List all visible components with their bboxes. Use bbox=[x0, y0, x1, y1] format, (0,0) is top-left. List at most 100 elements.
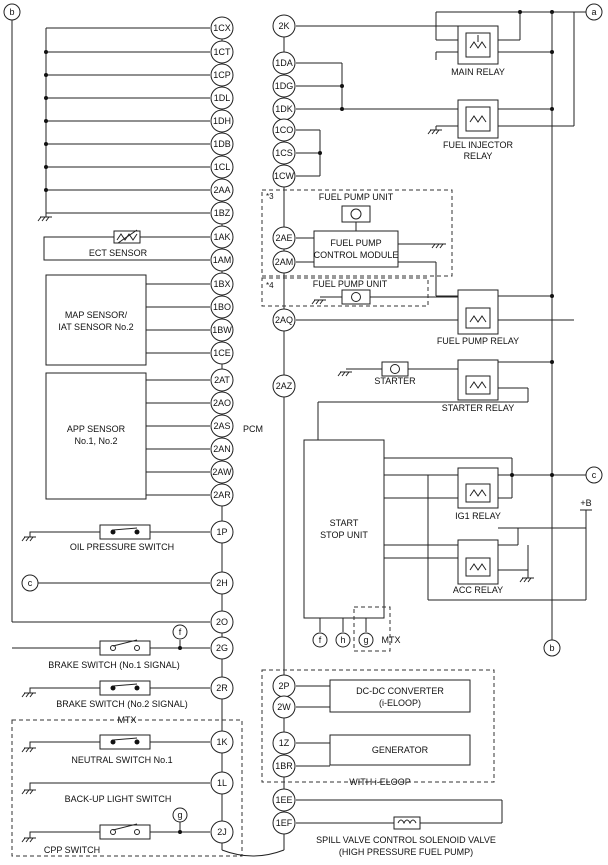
pcm-pin-right-1ee: 1EE bbox=[272, 788, 296, 812]
connector-c-left-label: c bbox=[28, 578, 33, 588]
start-stop-unit-label-1: START bbox=[330, 518, 359, 528]
pcm-pin-label: 1CE bbox=[213, 348, 231, 358]
fuel-pump-relay-group bbox=[296, 289, 574, 335]
dcdc-label-2: (i-ELOOP) bbox=[379, 698, 421, 708]
pcm-pin-label: 1BZ bbox=[214, 208, 231, 218]
pcm-pin-label: 1DL bbox=[214, 93, 231, 103]
cpp-switch-label: CPP SWITCH bbox=[44, 845, 100, 855]
cpp-switch-group bbox=[21, 807, 210, 843]
pcm-pin-label: 1CT bbox=[213, 47, 231, 57]
pcm-pin-right-2k: 2K bbox=[272, 14, 296, 38]
starter-relay-group bbox=[317, 359, 554, 440]
pcm-pin-right-1co: 1CO bbox=[272, 118, 296, 142]
mtx-left-label: MTX bbox=[118, 715, 137, 725]
pcm-pin-left-1ak: 1AK bbox=[210, 225, 234, 249]
connector-c-right-label: c bbox=[592, 470, 597, 480]
ect-sensor-label: ECT SENSOR bbox=[89, 248, 148, 258]
acc-relay-group bbox=[428, 509, 592, 601]
pcm-pin-right-2am: 2AM bbox=[272, 250, 296, 274]
ect-sensor-group bbox=[43, 229, 210, 261]
pcm-pin-label: 2J bbox=[217, 827, 227, 837]
pcm-pin-left-1ct: 1CT bbox=[210, 40, 234, 64]
pcm-pin-right-2aq: 2AQ bbox=[272, 308, 296, 332]
fuel-pump-control-label-1: FUEL PUMP bbox=[330, 238, 381, 248]
main-relay-label: MAIN RELAY bbox=[451, 67, 505, 77]
fuel-pump-relay-label: FUEL PUMP RELAY bbox=[437, 336, 519, 346]
pcm-pin-label: 1AM bbox=[213, 255, 232, 265]
pcm-pin-label: 1DK bbox=[275, 104, 293, 114]
pcm-pin-label: 2AS bbox=[213, 421, 230, 431]
pcm-pin-label: 1Z bbox=[279, 738, 290, 748]
connector-c-left bbox=[21, 574, 210, 592]
pcm-pin-left-1p: 1P bbox=[210, 520, 234, 544]
pcm-pin-left-1k: 1K bbox=[210, 730, 234, 754]
pcm-pin-label: 2R bbox=[216, 683, 228, 693]
fuel-pump-unit-4-label: FUEL PUMP UNIT bbox=[313, 279, 388, 289]
pcm-pin-right-2w: 2W bbox=[272, 695, 296, 719]
brake-switch-2-group bbox=[21, 680, 210, 698]
pcm-pin-label: 1CO bbox=[275, 125, 294, 135]
pcm-pin-label: 1EE bbox=[275, 795, 292, 805]
ig1-relay-group bbox=[427, 458, 603, 600]
right-pin-column: 2K1DA1DG1DK1CO1CS1CW2AE2AM2AQ2AZ2P2W1Z1B… bbox=[272, 14, 296, 835]
pcm-pin-label: 1CL bbox=[214, 162, 231, 172]
pcm-pin-left-2j: 2J bbox=[210, 820, 234, 844]
pcm-pin-label: 1AK bbox=[213, 232, 230, 242]
pcm-pin-left-2ao: 2AO bbox=[210, 391, 234, 415]
pcm-pin-label: 2H bbox=[216, 578, 228, 588]
fuel-pump-control-label-2: CONTROL MODULE bbox=[314, 250, 399, 260]
pcm-pin-right-1ef: 1EF bbox=[272, 811, 296, 835]
with-ieloop-label: WITH i-ELOOP bbox=[349, 777, 411, 787]
fuel-injector-relay-group bbox=[427, 12, 575, 640]
pcm-pin-label: 2AQ bbox=[275, 315, 293, 325]
pcm-pin-label: 1P bbox=[216, 527, 227, 537]
oil-pressure-switch-label: OIL PRESSURE SWITCH bbox=[70, 542, 174, 552]
brake-switch-1-group bbox=[12, 624, 210, 656]
start-stop-unit-group bbox=[303, 439, 518, 652]
plus-b-label: +B bbox=[580, 498, 591, 508]
pcm-pin-left-1bo: 1BO bbox=[210, 295, 234, 319]
map-sensor-label-1: MAP SENSOR/ bbox=[65, 310, 128, 320]
mtx-right-label: MTX bbox=[382, 635, 401, 645]
dcdc-label-1: DC-DC CONVERTER bbox=[356, 686, 444, 696]
note-3-label: *3 bbox=[266, 192, 274, 201]
pcm-pin-left-2an: 2AN bbox=[210, 437, 234, 461]
backup-light-switch-label: BACK-UP LIGHT SWITCH bbox=[65, 794, 172, 804]
backup-light-switch-group bbox=[21, 782, 210, 795]
fuel-pump-unit-4-group bbox=[261, 277, 458, 307]
start-stop-unit-label-2: STOP UNIT bbox=[320, 530, 368, 540]
pcm-pin-label: 2W bbox=[277, 702, 291, 712]
neutral-switch-label: NEUTRAL SWITCH No.1 bbox=[71, 755, 172, 765]
pcm-pin-left-2h: 2H bbox=[210, 571, 234, 595]
pcm-pin-label: 1BW bbox=[212, 325, 232, 335]
connector-b-left-label: b bbox=[9, 7, 14, 17]
fuel-pump-unit-3-group bbox=[261, 189, 458, 297]
pcm-pin-right-2ae: 2AE bbox=[272, 226, 296, 250]
pcm-pin-left-2aw: 2AW bbox=[210, 460, 234, 484]
pcm-pin-label: 2AR bbox=[213, 490, 231, 500]
ieloop-group bbox=[261, 669, 495, 783]
pcm-pin-label: 2O bbox=[216, 617, 228, 627]
starter-group bbox=[337, 361, 458, 377]
pcm-pin-left-1cl: 1CL bbox=[210, 155, 234, 179]
map-sensor-label-2: IAT SENSOR No.2 bbox=[58, 322, 133, 332]
brake-switch-2-label: BRAKE SWITCH (No.2 SIGNAL) bbox=[56, 699, 188, 709]
pcm-pin-left-2o: 2O bbox=[210, 610, 234, 634]
pcm-pin-left-1cp: 1CP bbox=[210, 63, 234, 87]
pcm-pin-label: 2AM bbox=[275, 257, 294, 267]
pcm-pin-right-1br: 1BR bbox=[272, 754, 296, 778]
pcm-pin-right-1dg: 1DG bbox=[272, 74, 296, 98]
spill-valve-label-2: (HIGH PRESSURE FUEL PUMP) bbox=[339, 847, 473, 857]
connector-g-ssu-label: g bbox=[363, 635, 368, 645]
pcm-pin-label: 1DG bbox=[275, 81, 294, 91]
pcm-pin-label: 1CS bbox=[275, 148, 293, 158]
pcm-pin-left-2r: 2R bbox=[210, 676, 234, 700]
pcm-pin-right-1da: 1DA bbox=[272, 51, 296, 75]
app-sensor-label-2: No.1, No.2 bbox=[74, 436, 117, 446]
pcm-pin-label: 2AE bbox=[275, 233, 292, 243]
spill-valve-group bbox=[296, 799, 503, 830]
connector-g-left-label: g bbox=[177, 810, 182, 820]
connector-h-ssu-label: h bbox=[340, 635, 345, 645]
pcm-pin-right-2p: 2P bbox=[272, 674, 296, 698]
connector-b-left bbox=[3, 3, 210, 623]
